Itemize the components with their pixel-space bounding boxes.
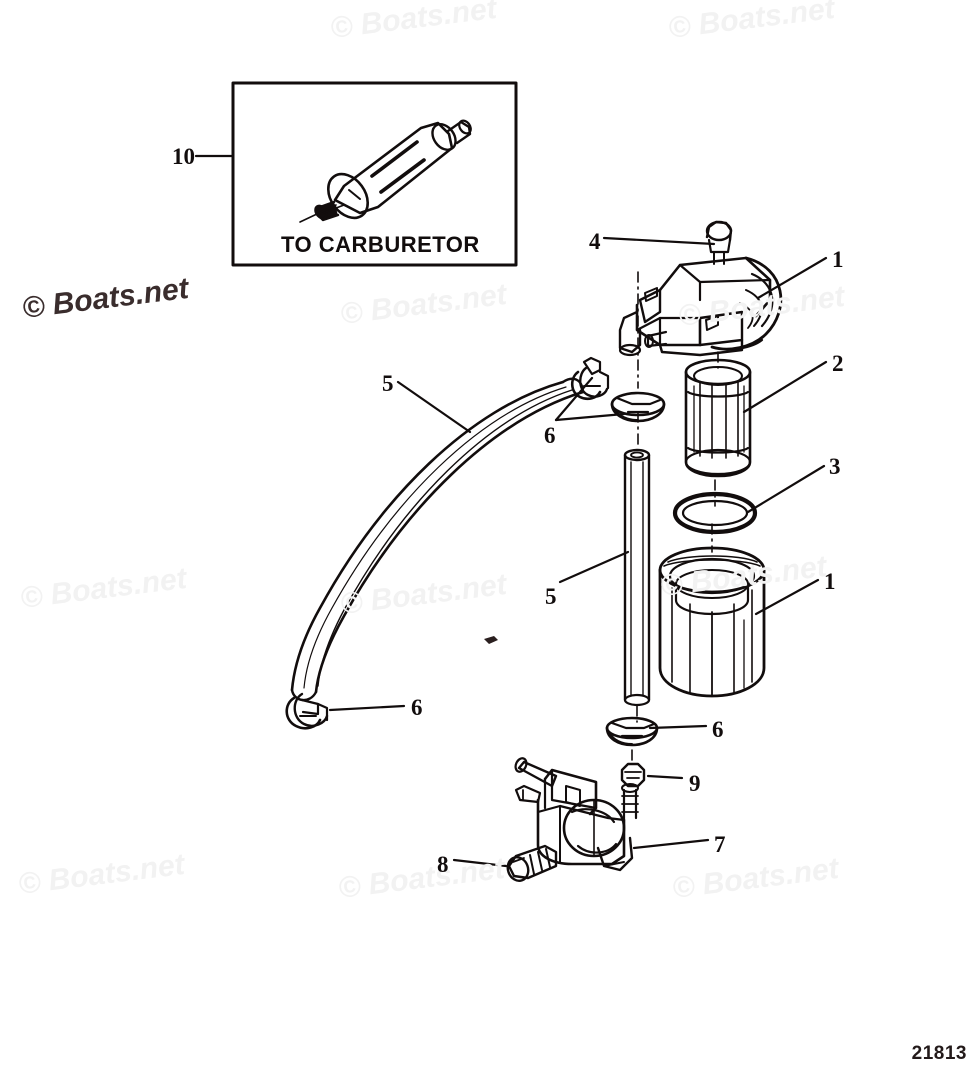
hose-clamp-lower [285, 692, 329, 730]
standpipe-tube [623, 448, 651, 707]
fuel-hose [290, 377, 585, 702]
callout-number-6: 6 [411, 695, 423, 720]
callout-number-4: 4 [589, 229, 601, 254]
callout-number-3: 3 [829, 454, 841, 479]
ink-speck [484, 636, 498, 644]
callout-number-8: 8 [437, 852, 449, 877]
o-ring-seal [672, 491, 758, 535]
callout-number-7: 7 [714, 832, 726, 857]
callout-number-1: 1 [832, 247, 844, 272]
callout-number-2: 2 [832, 351, 844, 376]
mounting-screw [506, 844, 558, 882]
fuel-filter-bowl [658, 546, 766, 698]
inline-fuel-filter-icon [299, 119, 472, 223]
drawing-number: 21813 [911, 1043, 967, 1064]
callout-number-6: 6 [712, 717, 724, 742]
inset-box [194, 81, 518, 267]
callout-number-9: 9 [689, 771, 701, 796]
inset-caption: TO CARBURETOR [281, 232, 480, 257]
callout-number-5: 5 [545, 584, 557, 609]
callout-number-5: 5 [382, 371, 394, 396]
callout-number-1: 1 [824, 569, 836, 594]
fuel-filter-element [684, 358, 752, 478]
callout-number-10: 10 [172, 144, 195, 169]
snap-ring-lower [605, 716, 659, 747]
callout-number-6: 6 [544, 423, 556, 448]
fuel-pump-assembly [514, 757, 646, 872]
filter-housing-cover [618, 220, 783, 357]
